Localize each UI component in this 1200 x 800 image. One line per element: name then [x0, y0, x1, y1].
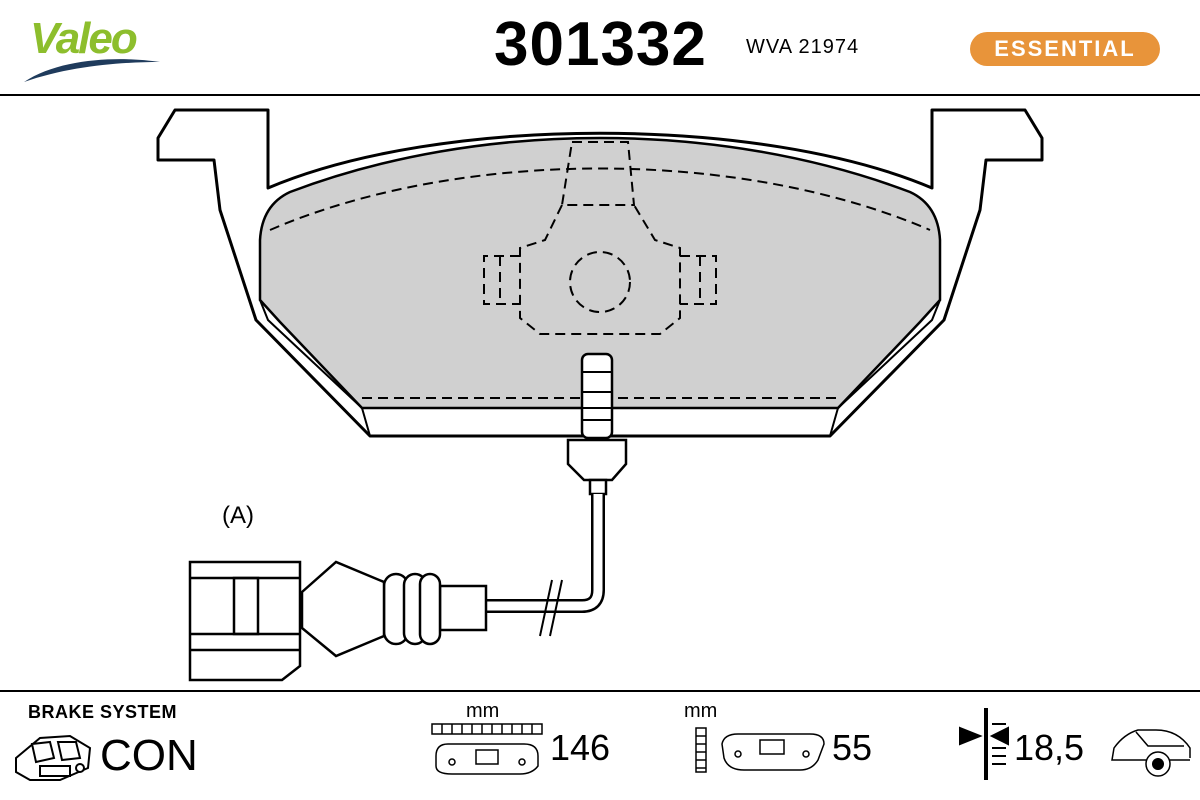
dashed-slot: [560, 141, 636, 206]
pad-height-icon: [695, 727, 825, 773]
wire-break-1: [539, 579, 553, 637]
pad-width-icon: [431, 723, 543, 775]
brake-system-value: CON: [100, 731, 198, 780]
width-unit: mm: [466, 700, 500, 722]
wire-break-2: [549, 579, 563, 637]
logo-swoosh-icon: [24, 59, 160, 82]
height-unit: mm: [684, 700, 718, 722]
brake-pad-drawing: [156, 108, 1044, 682]
wva-number: WVA 21974: [746, 36, 860, 58]
caliper-icon: [15, 734, 92, 781]
footer-divider: [0, 690, 1200, 692]
essential-badge: ESSENTIAL: [970, 32, 1160, 66]
wear-sensor-body: [580, 352, 614, 440]
sensor-clip: [566, 438, 628, 482]
connector-cone: [300, 560, 386, 658]
dashed-top-curve: [269, 167, 931, 231]
valeo-logo: Valeo: [20, 10, 170, 82]
thickness-value: 18,5: [1014, 727, 1085, 768]
edge-right: [837, 299, 941, 409]
sensor-neck: [588, 478, 608, 496]
connector-rib-3: [418, 572, 442, 646]
thickness-icon: [959, 708, 1009, 780]
bevel-left: [361, 407, 371, 437]
dashed-center-plate: [519, 204, 681, 335]
height-value: 55: [832, 727, 873, 768]
dashed-right-tab: [680, 255, 717, 305]
connector-label: (A): [222, 502, 254, 529]
width-value: 146: [550, 727, 611, 768]
sensor-wire-inner: [486, 494, 603, 611]
dashed-center-hole: [569, 251, 631, 313]
edge-left: [259, 299, 363, 409]
connector-tail: [438, 584, 488, 632]
part-number: 301332: [494, 10, 707, 79]
dashed-left-tab: [483, 255, 520, 305]
bevel-right: [829, 407, 839, 437]
backing-plate-outline: [156, 108, 1044, 438]
brake-system-label: BRAKE SYSTEM: [28, 702, 178, 722]
connector-latch: [232, 576, 260, 636]
sensor-wire-outer: [486, 494, 605, 613]
friction-pad: [258, 136, 942, 410]
car-front-axle-icon: [1111, 729, 1191, 777]
brand-logo-text: Valeo: [30, 14, 138, 63]
header-divider: [0, 94, 1200, 96]
